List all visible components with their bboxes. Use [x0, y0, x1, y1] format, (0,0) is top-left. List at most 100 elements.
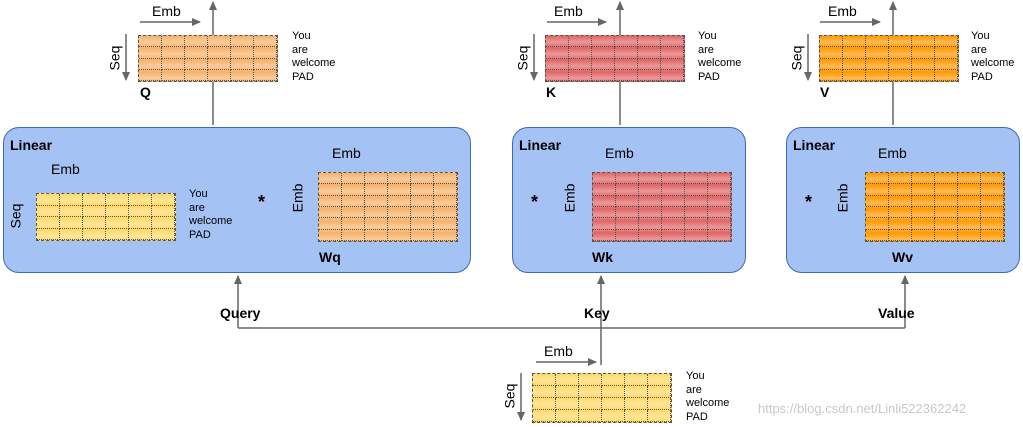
- emb-label-q: Emb: [152, 3, 181, 19]
- matrix-cell: [556, 398, 579, 410]
- matrix-cell: [616, 173, 639, 185]
- matrix-cell: [83, 194, 106, 206]
- matrix-cell: [185, 36, 208, 48]
- matrix-cell: [912, 184, 935, 196]
- matrix-cell: [889, 184, 912, 196]
- matrix-cell: [319, 229, 342, 241]
- seq-label-k: Seq: [514, 45, 531, 71]
- multiply-symbol-query: *: [258, 192, 266, 212]
- seq-label-input-linear: Seq: [7, 203, 24, 229]
- matrix-cell: [579, 374, 602, 386]
- matrix-cell: [37, 228, 60, 240]
- matrix-cell: [434, 184, 457, 196]
- matrix-cell: [889, 173, 912, 185]
- matrix-cell: [843, 69, 866, 81]
- token: You: [189, 188, 208, 200]
- matrix-cell: [639, 173, 662, 185]
- matrix-cell: [602, 386, 625, 398]
- matrix-cell: [616, 218, 639, 230]
- token: welcome: [189, 215, 233, 227]
- token: are: [971, 43, 987, 56]
- matrix-cell: [546, 47, 569, 59]
- query-input-label: Query: [220, 305, 261, 321]
- matrix-cell: [981, 195, 1004, 207]
- token: welcome: [686, 397, 730, 409]
- token: You: [292, 30, 311, 42]
- matrix-cell: [106, 205, 129, 217]
- matrix-cell: [254, 36, 277, 48]
- q-matrix: [138, 35, 278, 82]
- matrix-cell: [866, 47, 889, 59]
- matrix-cell: [139, 36, 162, 48]
- matrix-cell: [866, 206, 889, 219]
- matrix-cell: [638, 69, 661, 81]
- matrix-cell: [662, 195, 685, 207]
- matrix-cell: [569, 36, 592, 48]
- matrix-cell: [254, 47, 277, 59]
- v-matrix: [819, 35, 959, 82]
- matrix-cell: [625, 374, 648, 386]
- matrix-cell: [162, 36, 185, 48]
- matrix-cell: [152, 217, 175, 229]
- matrix-cell: [231, 69, 254, 81]
- matrix-cell: [342, 184, 365, 196]
- matrix-cell: [662, 229, 685, 241]
- matrix-cell: [958, 184, 981, 196]
- token-list-k: You are welcome PAD: [698, 30, 741, 84]
- input-matrix-bottom: [532, 373, 672, 423]
- matrix-cell: [569, 69, 592, 81]
- matrix-cell: [912, 229, 935, 241]
- k-output-label: K: [546, 84, 557, 100]
- matrix-cell: [185, 47, 208, 59]
- matrix-cell: [152, 194, 175, 206]
- matrix-cell: [889, 47, 912, 59]
- matrix-cell: [912, 173, 935, 185]
- matrix-cell: [662, 184, 685, 196]
- matrix-cell: [912, 218, 935, 230]
- matrix-cell: [254, 69, 277, 81]
- matrix-cell: [162, 47, 185, 59]
- matrix-cell: [602, 374, 625, 386]
- matrix-cell: [319, 173, 342, 185]
- token: are: [698, 43, 714, 56]
- matrix-cell: [866, 69, 889, 81]
- matrix-cell: [648, 386, 671, 398]
- matrix-cell: [648, 410, 671, 422]
- matrix-cell: [866, 184, 889, 196]
- matrix-cell: [639, 195, 662, 207]
- matrix-cell: [685, 195, 708, 207]
- matrix-cell: [935, 69, 958, 81]
- matrix-cell: [648, 374, 671, 386]
- matrix-cell: [208, 47, 231, 59]
- input-matrix-linear: [36, 193, 176, 241]
- matrix-cell: [958, 206, 981, 219]
- emb-label-v: Emb: [828, 3, 857, 19]
- k-matrix: [545, 35, 685, 82]
- matrix-cell: [708, 229, 731, 241]
- matrix-cell: [434, 195, 457, 207]
- matrix-cell: [411, 218, 434, 230]
- matrix-cell: [162, 58, 185, 70]
- matrix-cell: [866, 218, 889, 230]
- matrix-cell: [388, 206, 411, 219]
- matrix-cell: [106, 228, 129, 240]
- matrix-cell: [662, 206, 685, 219]
- matrix-cell: [889, 218, 912, 230]
- token-list-input-linear: You are welcome PAD: [189, 188, 232, 242]
- matrix-cell: [60, 217, 83, 229]
- matrix-cell: [60, 205, 83, 217]
- token: PAD: [189, 228, 211, 241]
- matrix-cell: [388, 218, 411, 230]
- matrix-cell: [342, 218, 365, 230]
- matrix-cell: [592, 58, 615, 70]
- matrix-cell: [648, 398, 671, 410]
- seq-label-q: Seq: [106, 45, 123, 71]
- matrix-cell: [342, 173, 365, 185]
- matrix-cell: [912, 58, 935, 70]
- matrix-cell: [533, 398, 556, 410]
- matrix-cell: [866, 36, 889, 48]
- matrix-cell: [388, 229, 411, 241]
- matrix-cell: [83, 205, 106, 217]
- matrix-cell: [83, 217, 106, 229]
- matrix-cell: [912, 47, 935, 59]
